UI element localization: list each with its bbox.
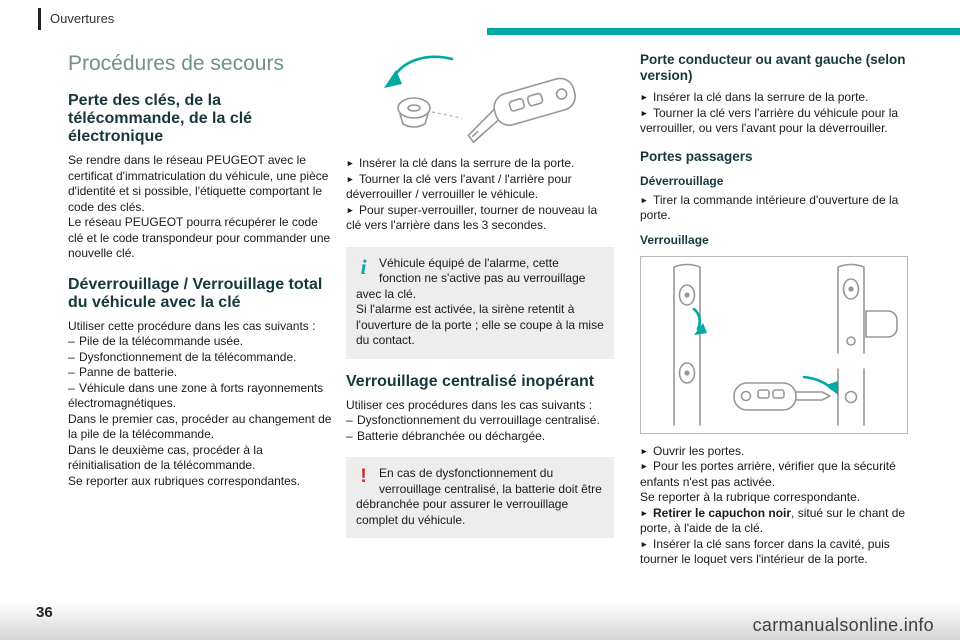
section-heading-unlock-total: Déverrouillage / Verrouillage total du v…	[68, 275, 323, 311]
warning-icon: !	[360, 466, 367, 487]
step-arrow-icon: ►	[640, 194, 649, 205]
procedure-step: ►Insérer la clé dans la serrure de la po…	[640, 90, 869, 104]
section-heading-central-locking: Verrouillage centralisé inopérant	[346, 372, 595, 390]
procedure-step: ►Retirer le capuchon noir, situé sur le …	[640, 505, 906, 536]
column-left: Procédures de secours Perte des clés, de…	[68, 52, 336, 489]
paragraph: Se reporter aux rubriques correspondante…	[68, 473, 301, 488]
info-box: i Véhicule équipé de l'alarme, cette fon…	[346, 246, 614, 359]
warning-box: ! En cas de dysfonctionnement du verroui…	[346, 457, 614, 538]
dash-bullet-icon: –	[346, 428, 353, 443]
dash-bullet-icon: –	[68, 365, 75, 379]
door-lock-illustration-frame	[640, 255, 908, 434]
chapter-header: Ouvertures	[38, 8, 114, 30]
paragraph: Utiliser ces procédures dans les cas sui…	[346, 397, 593, 412]
bullet-item: –Dysfonctionnement de la télécommande.	[68, 349, 297, 364]
bullet-item: –Batterie débranchée ou déchargée.	[346, 428, 546, 443]
paragraph: Se rendre dans le réseau PEUGEOT avec le…	[68, 153, 329, 214]
subheading-unlock: Déverrouillage	[640, 173, 724, 188]
subheading-lock: Verrouillage	[640, 232, 709, 247]
step-arrow-icon: ►	[640, 507, 649, 518]
section-heading-key-loss: Perte des clés, de la télécommande, de l…	[68, 92, 253, 145]
procedure-step: ►Pour les portes arrière, vérifier que l…	[640, 459, 896, 489]
procedure-step: ►Pour super-verrouiller, tourner de nouv…	[346, 202, 598, 233]
page-number: 36	[36, 603, 53, 621]
procedure-step: ►Ouvrir les portes.	[640, 443, 745, 458]
key-in-lock-illustration	[384, 55, 576, 144]
bullet-item: –Pile de la télécommande usée.	[68, 334, 244, 348]
dash-bullet-icon: –	[346, 413, 353, 427]
warning-text: En cas de dysfonctionnement du verrouill…	[356, 466, 602, 527]
procedure-step: ►Insérer la clé dans la serrure de la po…	[346, 156, 575, 170]
step-arrow-icon: ►	[640, 92, 649, 102]
heading-driver-door: Porte conducteur ou avant gauche (selon …	[640, 52, 906, 83]
bullet-item: –Dysfonctionnement du verrouillage centr…	[346, 413, 600, 427]
procedure-step: ►Insérer la clé sans forcer dans la cavi…	[640, 536, 890, 567]
watermark-text: carmanualsonline.info	[752, 614, 934, 635]
door-lock-illustration	[673, 263, 898, 426]
chapter-label: Ouvertures	[50, 11, 115, 26]
step-arrow-icon: ►	[346, 173, 355, 184]
paragraph: Se reporter à la rubrique correspondante…	[640, 490, 861, 504]
paragraph: Utiliser cette procédure dans les cas su…	[68, 318, 316, 333]
info-icon: i	[360, 254, 367, 279]
paragraph: Dans le deuxième cas, procéder à la réin…	[68, 442, 263, 473]
bullet-item: –Panne de batterie.	[68, 365, 178, 379]
bottom-gradient-band	[0, 602, 960, 640]
bullet-item: –Véhicule dans une zone à forts rayonnem…	[68, 380, 324, 411]
step-arrow-icon: ►	[640, 538, 649, 549]
step-arrow-icon: ►	[640, 445, 649, 456]
step-arrow-icon: ►	[640, 107, 649, 118]
accent-bar	[487, 28, 960, 35]
paragraph: Le réseau PEUGEOT pourra récupérer le co…	[68, 215, 331, 260]
dash-bullet-icon: –	[68, 380, 75, 395]
step-bold-part: Retirer le capuchon noir	[653, 505, 792, 520]
info-text-line2: Si l'alarme est activée, la sirène reten…	[356, 302, 604, 347]
page-title: Procédures de secours	[68, 52, 284, 75]
procedure-step: ►Tourner la clé vers l'arrière du véhicu…	[640, 105, 899, 136]
step-arrow-icon: ►	[346, 204, 355, 215]
dash-bullet-icon: –	[68, 349, 75, 364]
paragraph: Dans le premier cas, procéder au changem…	[68, 411, 332, 442]
step-arrow-icon: ►	[640, 461, 649, 471]
dash-bullet-icon: –	[68, 334, 75, 348]
heading-passenger-doors: Portes passagers	[640, 148, 753, 164]
column-right: Porte conducteur ou avant gauche (selon …	[640, 52, 908, 568]
column-middle: ►Insérer la clé dans la serrure de la po…	[346, 42, 614, 551]
info-text-line1: Véhicule équipé de l'alarme, cette fonct…	[356, 255, 586, 301]
procedure-step: ►Tourner la clé vers l'avant / l'arrière…	[346, 171, 572, 202]
step-arrow-icon: ►	[346, 158, 355, 168]
procedure-step: ►Tirer la commande intérieure d'ouvertur…	[640, 192, 899, 223]
